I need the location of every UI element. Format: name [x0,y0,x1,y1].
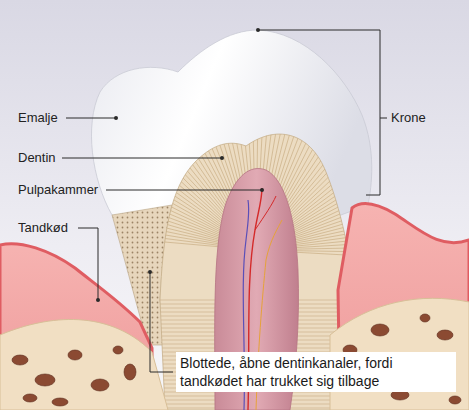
tubule [102,206,227,242]
leader-dot [114,116,118,120]
tubule [126,156,231,232]
leader-line [106,190,262,191]
bone-pore [23,394,37,402]
bone-pore [113,346,123,354]
leader-dot [220,156,224,160]
leader-line [150,272,173,372]
tubule [146,133,235,228]
artery [255,196,276,230]
tubule [111,183,229,238]
tubule [104,200,227,241]
bone-pore [437,330,453,340]
bone-pore [12,355,28,365]
part-label: Krone [391,110,426,126]
bone-pore [420,314,430,322]
part-label: Emalje [18,110,58,126]
part-label: Pulpakammer [18,182,98,198]
tubule [99,218,226,244]
bone-pore [449,396,461,404]
leader-line [62,158,222,159]
leader-dot [256,28,260,32]
leader-dot [260,188,264,192]
part-label: Tandkød [18,220,68,236]
bone-pores [12,314,461,406]
leader-dot [148,270,152,274]
part-label: Dentin [18,150,56,166]
bone-pore [124,364,136,380]
tubule [134,147,233,231]
leader-line [380,118,387,119]
leader-dot [96,298,100,302]
bone-pore [91,379,109,391]
tubule [101,212,227,243]
leader-line [78,228,98,300]
callout-text: Blottede, åbne dentinkanaler, fordi tand… [176,352,456,392]
bracket [258,30,380,195]
tubule [108,189,228,239]
bone-pore [52,398,68,406]
bone-pore [35,374,55,386]
bone [0,319,168,410]
leader-line [66,118,116,119]
tubule [130,151,232,231]
bone-pore [371,324,389,336]
bone-pore [68,350,82,360]
